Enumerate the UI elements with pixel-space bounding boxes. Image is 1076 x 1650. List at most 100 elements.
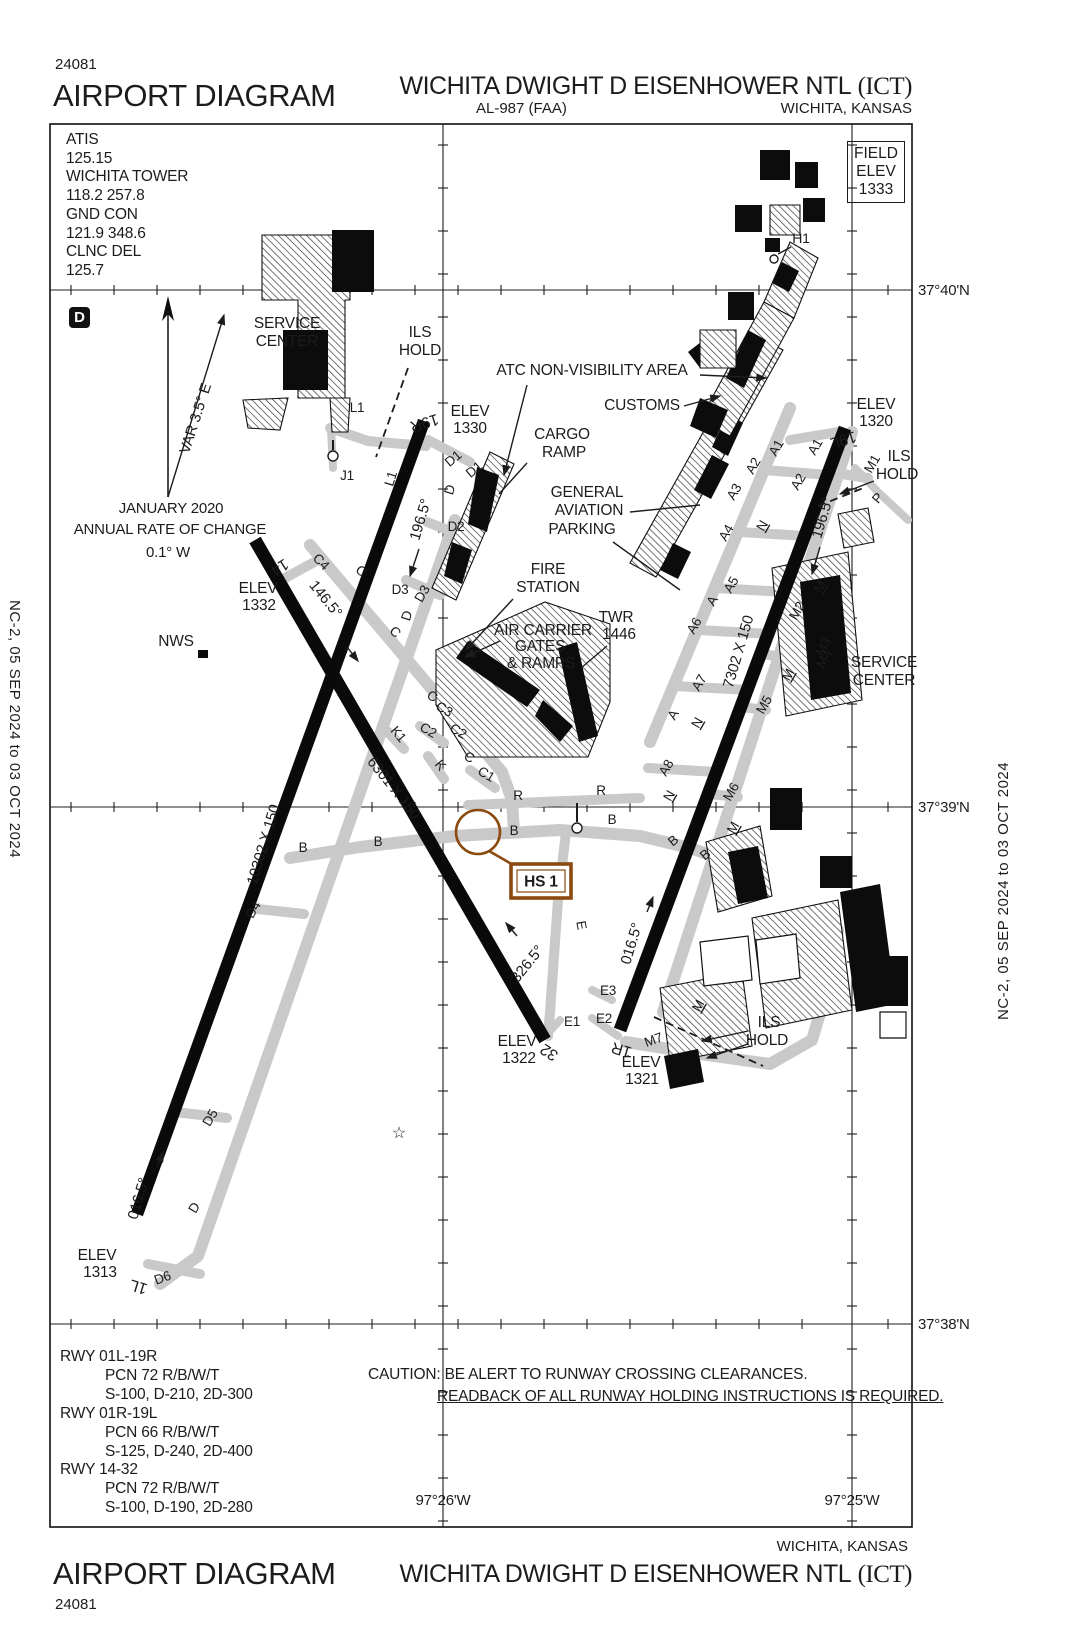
map-label: A1 [805, 436, 826, 457]
map-label: N [660, 788, 678, 804]
map-label: CARGO [534, 426, 590, 443]
taxiway [280, 555, 323, 583]
windsock-circle [769, 254, 779, 264]
map-label: ELEV [857, 396, 897, 413]
map-label: A3 [724, 481, 745, 502]
map-label: 1L [128, 1276, 150, 1297]
map-label: 326.5° [508, 942, 548, 986]
map-label: 1332 [242, 597, 276, 614]
map-label: N [688, 715, 706, 731]
map-label: STATION [516, 579, 579, 596]
map-label: PARKING [548, 521, 615, 538]
taxiway [415, 721, 449, 748]
map-label: D3 [392, 582, 409, 597]
building-solid [728, 846, 768, 904]
rwy-loads: S-125, D-240, 2D-400 [105, 1442, 253, 1460]
ils-hold-line [375, 367, 409, 458]
latitude-label: 37°40'N [918, 282, 970, 299]
building-solid [558, 642, 598, 742]
building-solid [572, 665, 580, 673]
map-label: 10302 X 150 [244, 803, 284, 887]
rwy-loads: S-100, D-210, 2D-300 [105, 1385, 253, 1403]
comms-line: 121.9 348.6 [66, 224, 146, 242]
rwy-name: RWY 14-32 [60, 1461, 138, 1479]
caution-line1: CAUTION: BE ALERT TO RUNWAY CROSSING CLE… [368, 1366, 808, 1383]
building-hatched [329, 397, 351, 433]
map-label: A7 [689, 672, 710, 693]
rwy-name: RWY 01R-19L [60, 1404, 158, 1422]
latitude-label: 37°39'N [918, 799, 970, 816]
map-label: D [398, 609, 415, 623]
map-label: R [513, 788, 523, 803]
d-atis-symbol: D [69, 307, 90, 328]
map-label: FIRE [531, 561, 566, 578]
taxiway [588, 1014, 622, 1040]
rwy-pcn: PCN 72 R/B/W/T [105, 1480, 220, 1498]
map-label: CENTER [256, 333, 319, 350]
taxiway [588, 986, 616, 1004]
header-city: WICHITA, KANSAS [780, 100, 912, 117]
map-label: 1321 [625, 1071, 659, 1088]
longitude-label: 97°26'W [416, 1492, 472, 1509]
taxiway [154, 514, 461, 1290]
building-solid [800, 575, 851, 700]
building-solid [690, 398, 728, 438]
map-label: HOLD [876, 466, 918, 483]
chart-number-bottom: 24081 [55, 1596, 97, 1613]
airport-title: WICHITA DWIGHT D EISENHOWER NTL (ICT) [399, 72, 912, 100]
taxiway [693, 625, 775, 639]
leader-line [700, 1030, 749, 1044]
latitude-label: 37°38'N [918, 1316, 970, 1333]
procedure-id: AL-987 (FAA) [476, 100, 567, 117]
leader-line [502, 384, 528, 477]
comms-line: ATIS [66, 131, 99, 148]
map-label: E [573, 920, 589, 931]
map-label: R [596, 783, 606, 798]
building-solid [694, 455, 729, 499]
comms-line: WICHITA TOWER [66, 168, 189, 186]
map-label: 1330 [453, 420, 487, 437]
taxiway [422, 517, 463, 539]
map-label: CUSTOMS [604, 397, 680, 414]
building-solid [283, 330, 328, 390]
map-label: M7 [642, 1030, 664, 1050]
leader-line [705, 1043, 749, 1059]
map-label: E3 [600, 983, 616, 998]
leader-line [629, 504, 701, 513]
map-label: B [374, 834, 383, 849]
building-outline [699, 935, 753, 987]
field-elev-line2: ELEV [856, 163, 896, 180]
map-label: C1 [475, 763, 497, 784]
leader-line [777, 246, 792, 255]
taxiway [669, 681, 754, 695]
runway [249, 536, 551, 1044]
building-solid [728, 292, 754, 320]
map-label: D [185, 1199, 203, 1215]
map-label: GATES [515, 638, 565, 655]
map-label: E2 [596, 1011, 612, 1026]
map-label: RAMP [542, 444, 586, 461]
map-label: TWR [599, 609, 634, 626]
building-outline [755, 933, 801, 985]
map-label: HOLD [746, 1032, 788, 1049]
taxiway [759, 465, 834, 480]
left-margin-cycle: NC-2, 05 SEP 2024 to 03 OCT 2024 [6, 600, 23, 859]
map-label: D2 [448, 519, 465, 534]
runway [613, 425, 852, 1033]
map-label: 1322 [502, 1050, 536, 1067]
map-label: ELEV [622, 1054, 662, 1071]
map-label: 1R [610, 1038, 634, 1060]
taxiway [851, 464, 912, 524]
leader-line [645, 895, 654, 913]
taxiway [143, 1259, 205, 1279]
footer-airport-title: WICHITA DWIGHT D EISENHOWER NTL (ICT) [399, 1560, 912, 1588]
caution-line2: READBACK OF ALL RUNWAY HOLDING INSTRUCTI… [437, 1388, 944, 1405]
map-label: H1 [792, 230, 810, 246]
map-label: VAR 3.5° E [176, 381, 215, 456]
map-label: ILS [758, 1014, 781, 1031]
building-solid [332, 230, 374, 292]
leader-line [699, 373, 768, 382]
